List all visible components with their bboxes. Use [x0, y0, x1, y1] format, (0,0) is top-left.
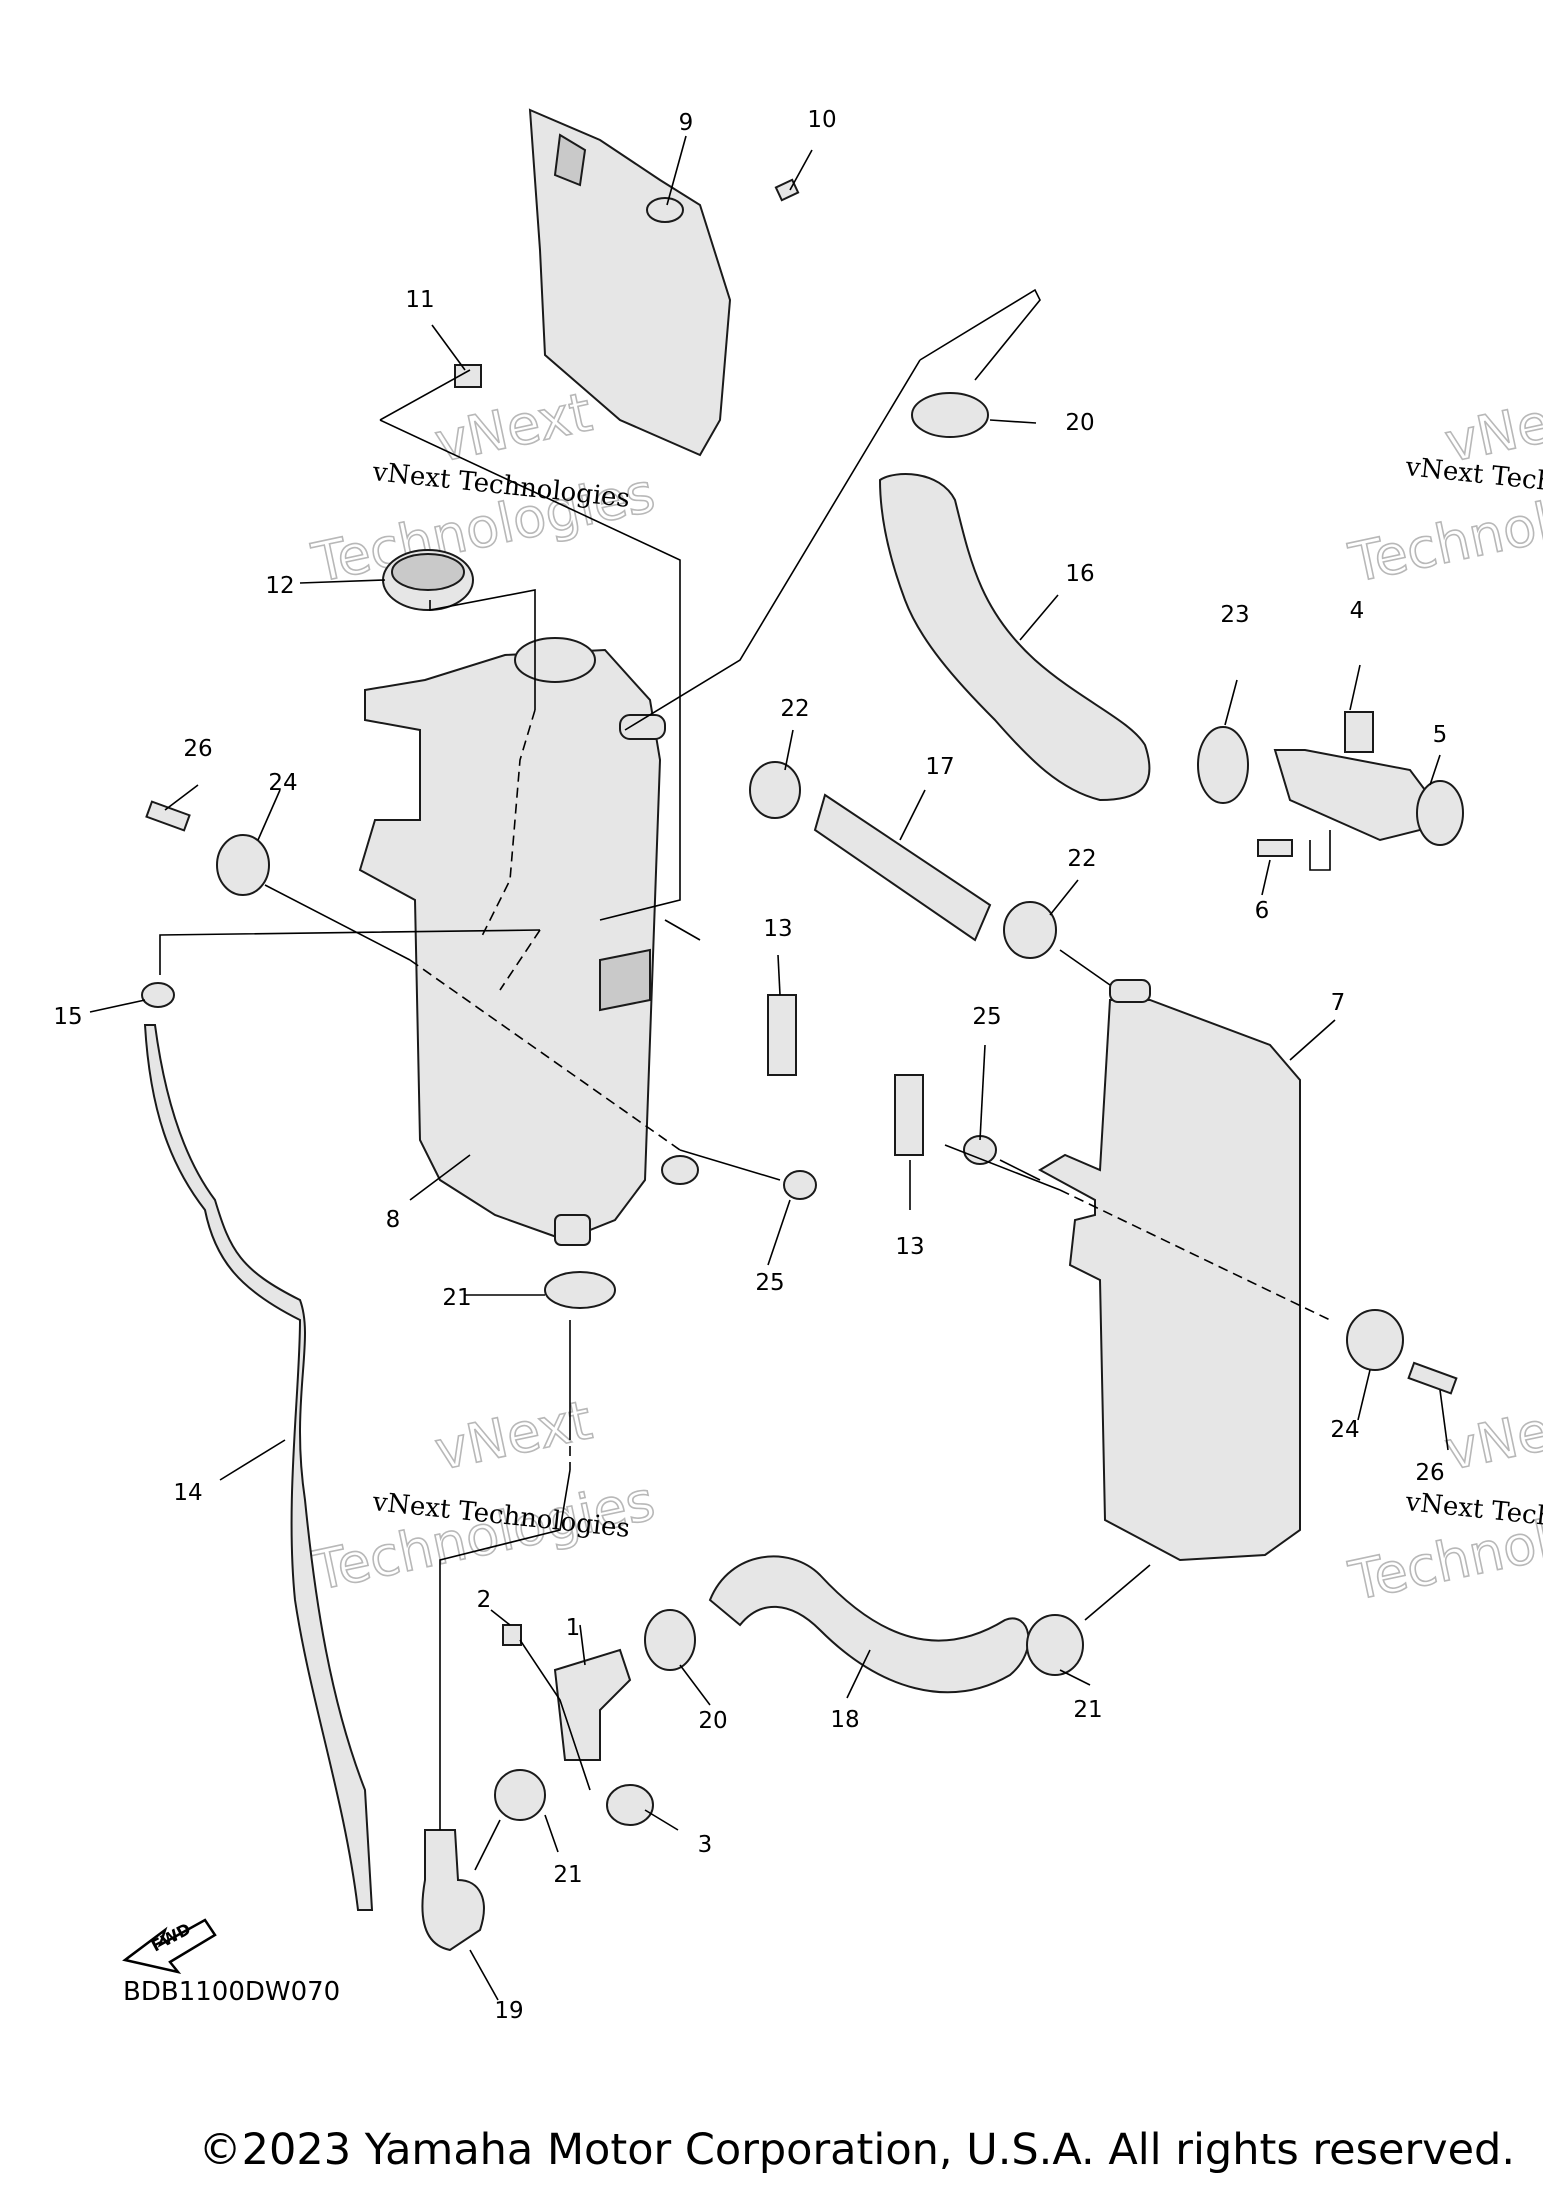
part-clamp-21-right: [1026, 1614, 1084, 1676]
callout-9: 9: [679, 110, 694, 136]
callout-2: 2: [477, 1587, 492, 1613]
callout-labels: 9 10 11 12 20 16 23 4 5 6 17 22 22 13 25…: [53, 107, 1447, 2024]
fwd-arrow-icon: FWD: [122, 1918, 217, 1975]
part-clamp-20-top: [911, 392, 989, 438]
callout-24-right: 24: [1330, 1417, 1359, 1443]
part-bolt-25-right: [963, 1135, 997, 1165]
part-bolt-6: [1257, 839, 1293, 857]
callout-16: 16: [1065, 561, 1094, 587]
part-oring-5: [1416, 780, 1464, 846]
callout-13-right: 13: [895, 1234, 924, 1260]
callout-15: 15: [53, 1004, 82, 1030]
leader-lines: [89, 135, 1449, 2001]
part-clamp-21-bottom: [494, 1769, 546, 1821]
watermark-top-left: vNext Technologies vNext Technologies: [306, 379, 661, 595]
part-grommet-22-upper: [749, 761, 801, 819]
part-radiator-cap: [382, 549, 474, 611]
callout-20-bottom: 20: [698, 1708, 727, 1734]
part-bolt-25-left: [783, 1170, 817, 1200]
part-oring-3: [606, 1784, 654, 1826]
watermark-word-vnext: vNext: [430, 380, 597, 474]
part-bolt-26-right: [1407, 1361, 1458, 1395]
callout-25-left: 25: [755, 1270, 784, 1296]
watermark-bottom-right: vNext Technologies vNext Technologies: [1343, 1387, 1543, 1613]
callout-21-right: 21: [1073, 1697, 1102, 1723]
callout-13-left: 13: [763, 916, 792, 942]
part-elbow-fitting-1: [553, 1648, 632, 1761]
callout-26-right: 26: [1415, 1460, 1444, 1486]
callout-26-left: 26: [183, 736, 212, 762]
part-clamp-23: [1197, 726, 1249, 804]
watermark-word-vnext: vNext: [430, 1388, 597, 1482]
callout-11: 11: [405, 287, 434, 313]
part-short-hose: [813, 793, 992, 942]
part-bolt-26-left: [145, 800, 191, 832]
callout-1: 1: [566, 1615, 581, 1641]
part-grommet-22-lower: [1003, 901, 1057, 959]
part-radiator-guard: [528, 108, 732, 457]
part-grommet-24-left: [216, 834, 270, 896]
callout-17: 17: [925, 754, 954, 780]
diagram-code: BDB1100DW070: [123, 1977, 340, 2007]
callout-10: 10: [807, 107, 836, 133]
callout-22-lower: 22: [1067, 846, 1096, 872]
watermark-top-right: vNext Technologies vNext Technologies: [1343, 379, 1543, 595]
watermark-word-vnext: vNext: [1440, 1388, 1543, 1482]
part-plug-2: [502, 1624, 522, 1646]
callout-21-top: 21: [442, 1285, 471, 1311]
part-bracket-13-left: [767, 994, 797, 1076]
callout-24-left: 24: [268, 770, 297, 796]
part-clip-nut-11: [454, 364, 482, 388]
callout-6: 6: [1255, 898, 1270, 924]
callout-4: 4: [1350, 598, 1365, 624]
callout-14: 14: [173, 1480, 202, 1506]
part-overflow-hose: [143, 1024, 374, 1911]
part-clamp-20-bottom: [644, 1609, 696, 1671]
part-upper-hose: [878, 473, 1151, 802]
part-clamp-21-top: [544, 1271, 616, 1309]
callout-3: 3: [698, 1832, 713, 1858]
callout-18: 18: [830, 1707, 859, 1733]
part-clamp-15: [141, 982, 175, 1008]
callout-25-right: 25: [972, 1004, 1001, 1030]
callout-12: 12: [265, 573, 294, 599]
callout-22-upper: 22: [780, 696, 809, 722]
callout-21-bottom: 21: [553, 1862, 582, 1888]
callout-19: 19: [494, 1998, 523, 2024]
part-radiator-right: [1037, 979, 1301, 1562]
part-bracket-13-right: [894, 1074, 924, 1156]
callout-20-top: 20: [1065, 410, 1094, 436]
part-lower-hose: [708, 1555, 1030, 1694]
callout-5: 5: [1433, 722, 1448, 748]
part-elbow-hose: [421, 1829, 485, 1952]
part-fitting-4: [1273, 711, 1427, 842]
callout-7: 7: [1331, 990, 1346, 1016]
callout-8: 8: [386, 1207, 401, 1233]
copyright-text: ©2023 Yamaha Motor Corporation, U.S.A. A…: [198, 2125, 1515, 2175]
part-grommet-24-right: [1346, 1309, 1404, 1371]
watermark-bottom-left: vNext Technologies vNext Technologies: [306, 1387, 661, 1603]
callout-23: 23: [1220, 602, 1249, 628]
